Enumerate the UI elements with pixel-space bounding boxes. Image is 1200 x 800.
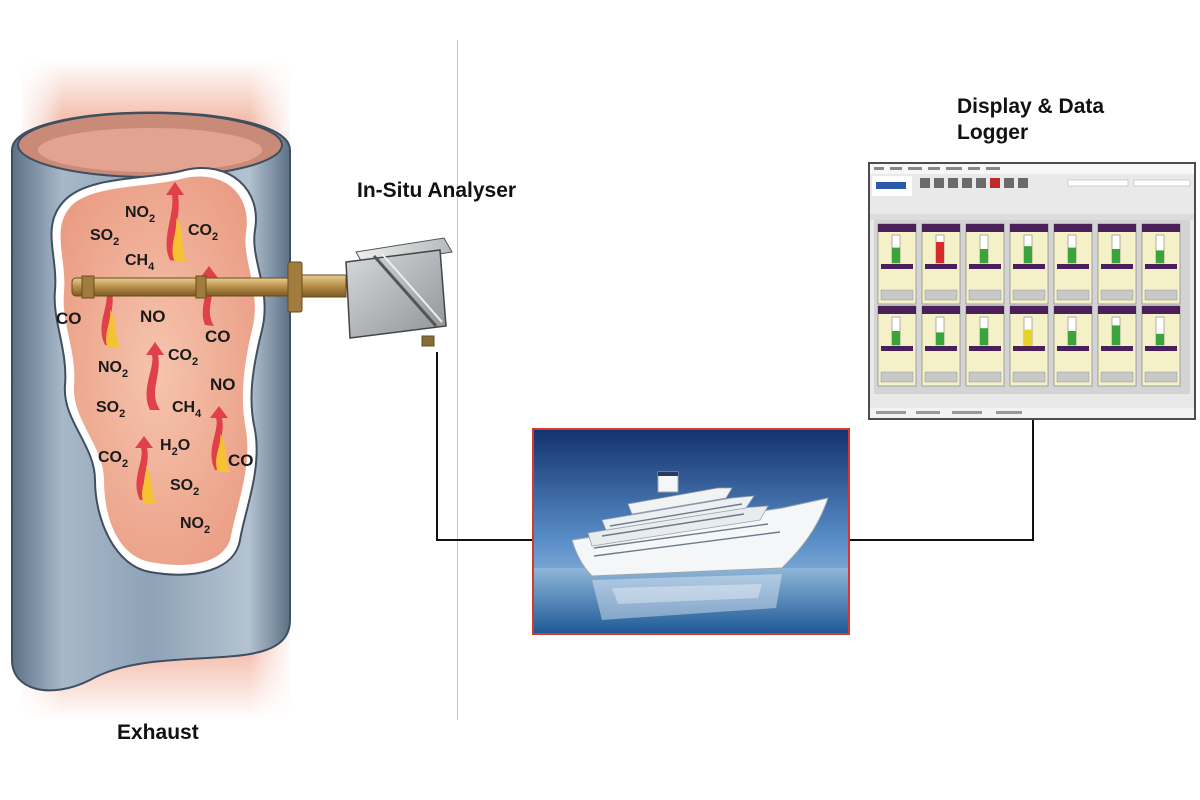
gas-label: CO2 bbox=[168, 347, 198, 368]
gas-label: NO2 bbox=[180, 515, 210, 536]
gas-labels: NO2 CO2 SO2 CH4 CO NO CO NO2 CO2 NO SO2 … bbox=[56, 204, 254, 536]
gas-label: CO2 bbox=[188, 222, 218, 243]
gas-label: CO bbox=[205, 327, 231, 346]
gas-label: CO bbox=[56, 309, 82, 328]
exhaust-stack-illustration: NO2 CO2 SO2 CH4 CO NO CO NO2 CO2 NO SO2 … bbox=[11, 60, 347, 720]
display-logger-label-line1: Display & Data bbox=[957, 95, 1105, 118]
display-logger-label: Display & Data Logger bbox=[957, 94, 1104, 147]
gas-label: NO bbox=[210, 375, 236, 394]
gas-label: CO2 bbox=[98, 449, 128, 470]
gas-label: CO bbox=[228, 451, 254, 470]
gauge-tile bbox=[921, 305, 961, 387]
gas-label: CH4 bbox=[172, 399, 202, 420]
in-situ-analyser-box bbox=[345, 237, 453, 347]
exhaust-label: Exhaust bbox=[117, 721, 199, 744]
gauge-tile bbox=[1009, 305, 1049, 387]
gauge-tile bbox=[1053, 305, 1093, 387]
divider-line bbox=[457, 40, 458, 720]
gas-label: NO2 bbox=[125, 204, 155, 225]
gas-label: CH4 bbox=[125, 252, 155, 273]
gauge-tile bbox=[1141, 223, 1181, 305]
gas-label: SO2 bbox=[90, 227, 119, 248]
gauge-tile bbox=[921, 223, 961, 305]
flame-arrows bbox=[100, 182, 230, 504]
gas-label: SO2 bbox=[96, 399, 125, 420]
gauge-tile bbox=[1141, 305, 1181, 387]
gauge-tile bbox=[1097, 305, 1137, 387]
gauge-tile bbox=[965, 223, 1005, 305]
cruise-ship-photo bbox=[532, 428, 850, 635]
gas-label: NO bbox=[140, 307, 166, 326]
display-logger-label-line2: Logger bbox=[957, 121, 1029, 145]
gauge-tile bbox=[1009, 223, 1049, 305]
analyser-label: In-Situ Analyser bbox=[357, 179, 517, 202]
gauge-tile bbox=[877, 223, 917, 305]
gauge-tile bbox=[1053, 223, 1093, 305]
gauge-tiles bbox=[877, 223, 1181, 387]
gauge-tile bbox=[877, 305, 917, 387]
gas-label: H2O bbox=[160, 437, 190, 458]
gauge-tile bbox=[1097, 223, 1137, 305]
gauge-tile bbox=[965, 305, 1005, 387]
gas-label: SO2 bbox=[170, 477, 199, 498]
display-screen bbox=[868, 162, 1196, 420]
gas-label: NO2 bbox=[98, 359, 128, 380]
